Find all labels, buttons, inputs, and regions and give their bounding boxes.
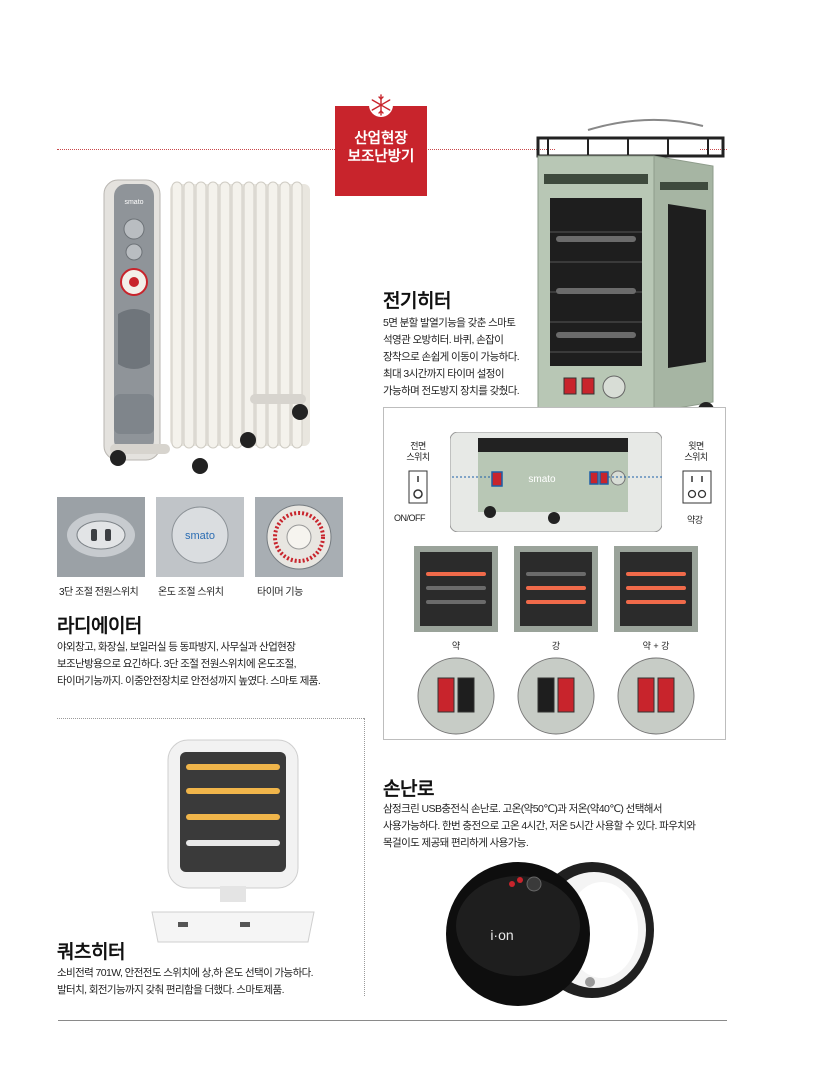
top-dotted-rule <box>57 149 555 150</box>
thumb-caption-3: 타이머 기능 <box>257 587 303 598</box>
rear-switch-icon <box>682 470 712 504</box>
thumb-timer <box>255 497 343 577</box>
electric-heater-desc: 5면 분할 발열기능을 갖춘 스마토 석영관 오방히터. 바퀴, 손잡이 장착으… <box>383 317 520 397</box>
footer-rule <box>58 1020 727 1021</box>
thumb-brand: smato <box>185 530 215 542</box>
quartz-heater-desc: 소비전력 701W, 안전전도 스위치에 상,하 온도 선택이 가능하다. 발터… <box>57 967 314 996</box>
front-switch-state: ON/OFF <box>394 513 426 523</box>
mode-label: 약 <box>451 641 461 651</box>
thumb-caption-2: 온도 조절 스위치 <box>158 587 224 598</box>
category-badge: 산업현장 보조난방기 <box>335 93 427 196</box>
rear-switch-state: 약강 <box>687 515 703 525</box>
quartz-heater-image <box>151 739 315 943</box>
thumb-power-switch <box>57 497 145 577</box>
badge-line1: 산업현장 <box>354 131 408 147</box>
mode-grill-image <box>414 546 498 632</box>
hand-warmer-image: i·on <box>446 862 654 1006</box>
thumb-caption-1: 3단 조절 전원스위치 <box>59 587 139 598</box>
mode-grill-image <box>614 546 698 632</box>
mode-switch-image <box>417 657 495 735</box>
hand-warmer-desc: 삼정크린 USB충전식 손난로. 고온(약50℃)과 저온(약40℃) 선택해서… <box>383 803 696 849</box>
hand-warmer-brand: i·on <box>490 927 513 943</box>
radiator-title: 라디에이터 <box>57 616 142 637</box>
heater-closeup-image: smato <box>450 432 662 532</box>
radiator-desc: 야외창고, 화장실, 보일러실 등 동파방지, 사무실과 산업현장 보조난방용으… <box>57 641 321 687</box>
front-switch-label: 전면 스위치 <box>406 441 430 462</box>
mode-column-2: 강 <box>514 546 598 736</box>
electric-heater-image <box>536 118 725 438</box>
top-dotted-rule-right <box>700 149 727 150</box>
rear-switch-label: 윗면 스위치 <box>684 441 708 462</box>
radiator-image: smato <box>103 179 310 474</box>
radiator-brand: smato <box>124 199 143 206</box>
hand-warmer-title: 손난로 <box>383 779 434 800</box>
thumb-temperature-switch: smato <box>156 497 244 577</box>
mode-label: 약 + 강 <box>642 641 670 651</box>
mode-grill-image <box>514 546 598 632</box>
mode-column-3: 약 + 강 <box>614 546 698 736</box>
closeup-brand: smato <box>528 474 556 485</box>
badge-line2: 보조난방기 <box>347 149 415 165</box>
mode-switch-image <box>617 657 695 735</box>
mode-column-1: 약 <box>414 546 498 736</box>
mode-label: 강 <box>551 641 561 651</box>
left-dotted-rule <box>57 718 364 719</box>
switch-detail-panel: 전면 스위치 ON/OFF smato 윗면 스위치 약강 <box>383 407 726 740</box>
mode-switch-image <box>517 657 595 735</box>
left-dotted-vertical <box>364 718 365 996</box>
electric-heater-title: 전기히터 <box>383 291 451 312</box>
front-switch-icon <box>408 470 428 504</box>
quartz-heater-title: 쿼츠히터 <box>57 942 125 963</box>
snowflake-icon <box>369 93 393 117</box>
